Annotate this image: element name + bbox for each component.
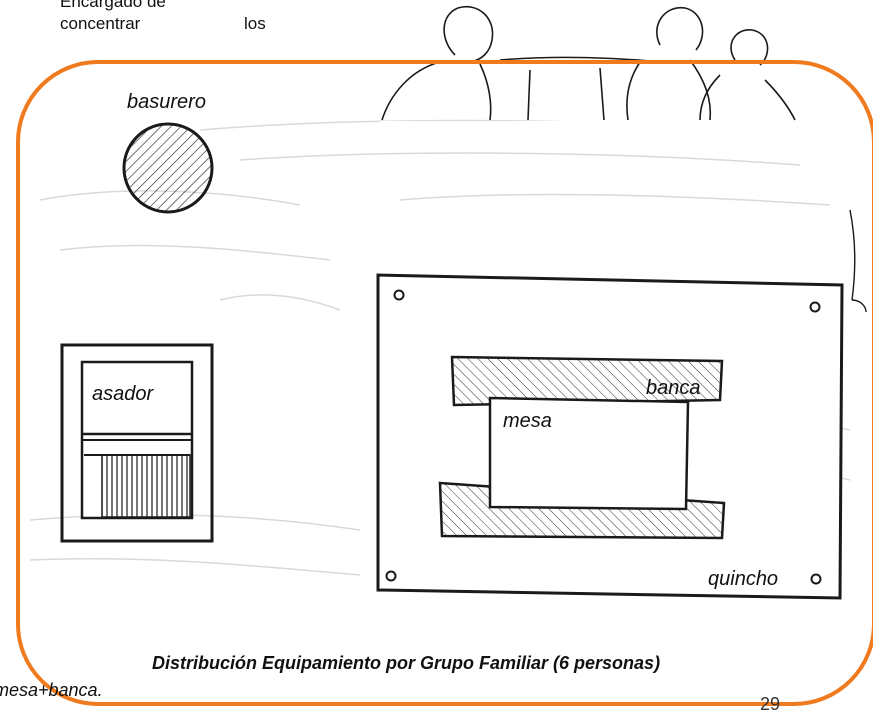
- grill-symbol: [60, 343, 214, 543]
- footer-text: mesa+banca.: [0, 680, 103, 700]
- header-text-line-1: Encargado de: [60, 0, 166, 11]
- photo-crop-edge: [380, 121, 800, 131]
- figure-caption: Distribución Equipamiento por Grupo Fami…: [152, 653, 661, 673]
- trash-bin-symbol: [122, 122, 214, 214]
- label-basurero: basurero: [127, 91, 206, 113]
- faint-background-sketch: [29, 119, 851, 576]
- label-quincho: quincho: [708, 568, 779, 590]
- table-symbol: [488, 396, 690, 511]
- orange-rounded-frame: [16, 60, 873, 706]
- label-banca: banca: [646, 377, 701, 399]
- edge-sketch-right: [849, 209, 867, 313]
- page-number: 29: [760, 694, 781, 714]
- label-asador: asador: [92, 383, 154, 405]
- label-mesa: mesa: [503, 410, 552, 432]
- header-text-line-2-word-1: concentrar: [60, 14, 141, 33]
- header-text-line-2-word-2: los: [244, 14, 266, 33]
